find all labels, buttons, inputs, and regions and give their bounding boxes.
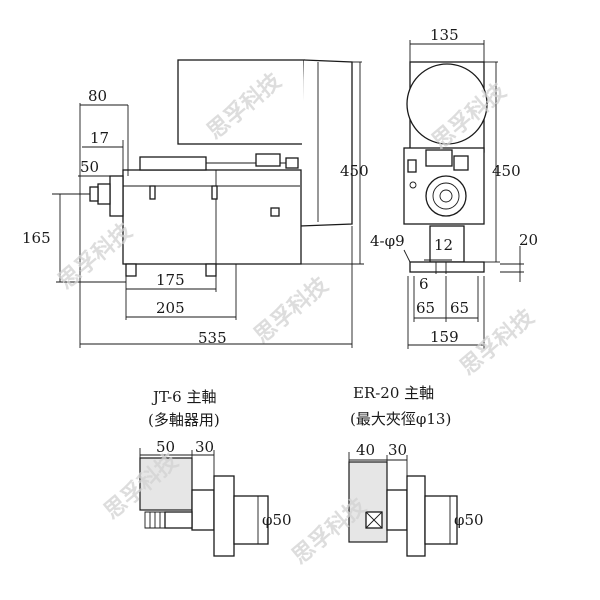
side-view: 80 17 50 165 175 205 535 450 [22,59,369,348]
dim-65-left: 65 [416,299,435,317]
er20-subtitle: (最大夾徑φ13) [350,410,451,428]
dim-4-phi9: 4-φ9 [370,232,405,250]
head-body [122,169,302,265]
gearbox-housing [299,59,353,227]
jt6-subtitle: (多軸器用) [148,411,220,429]
dim-80: 80 [88,87,107,105]
er20-flange [406,475,426,557]
jt6-dim-50: 50 [156,438,175,456]
dim-20: 20 [519,231,538,249]
dim-450-front: 450 [492,162,521,180]
jt6-dim-phi50: φ50 [262,511,292,529]
spindle-flange [109,175,124,217]
dim-65-right: 65 [450,299,469,317]
er20-dim-30: 30 [388,441,407,459]
dim-205: 205 [156,299,185,317]
jt6-detail: JT-6 主軸 (多軸器用) 50 30 φ50 [139,388,292,557]
slide-block [139,156,207,171]
er20-title: ER-20 主軸 [353,384,434,402]
dim-12: 12 [434,236,453,254]
er20-dim-phi50: φ50 [454,511,484,529]
dim-135: 135 [430,26,459,44]
watermark-logo: 思孚科技 [249,271,334,348]
er20-detail: ER-20 主軸 (最大夾徑φ13) 40 30 φ50 [348,384,484,557]
dim-17: 17 [90,129,109,147]
er20-collet-block [348,461,388,543]
dim-159: 159 [430,328,459,346]
dim-535: 535 [198,329,227,347]
dim-50: 50 [80,158,99,176]
jt6-title: JT-6 主軸 [151,388,216,406]
dim-175: 175 [156,271,185,289]
er20-dim-40: 40 [356,441,375,459]
motor-body [177,59,305,145]
jt6-dim-30: 30 [195,438,214,456]
spindle-circle [425,175,467,217]
dim-450-side: 450 [340,162,369,180]
jt6-flange [213,475,235,557]
jt6-cap-block [139,457,193,511]
motor-circle [406,63,488,145]
spindle-nose [97,183,111,205]
dim-165: 165 [22,229,51,247]
front-view: 135 450 4-φ9 12 20 6 65 65 159 [370,26,538,349]
front-base [409,261,485,273]
dim-6: 6 [419,275,429,293]
